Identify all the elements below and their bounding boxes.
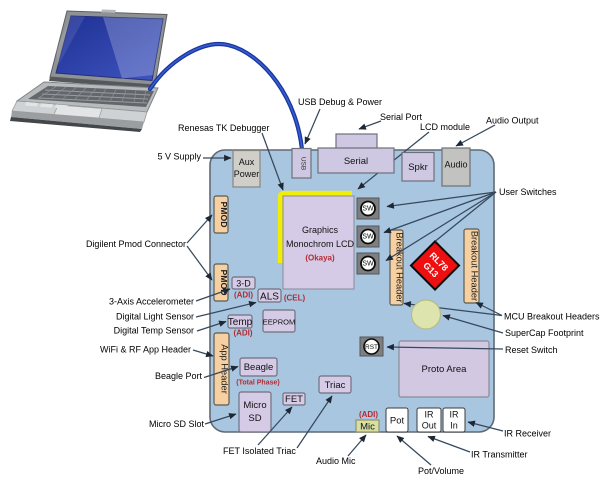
svg-text:LCD module: LCD module xyxy=(420,122,470,132)
svg-text:SD: SD xyxy=(248,413,261,424)
svg-text:(Okaya): (Okaya) xyxy=(305,254,335,263)
svg-text:Pot/Volume: Pot/Volume xyxy=(418,466,464,476)
svg-text:SW: SW xyxy=(362,261,374,268)
svg-text:User Switches: User Switches xyxy=(499,187,557,197)
svg-text:Proto Area: Proto Area xyxy=(422,364,468,375)
svg-text:USB Debug & Power: USB Debug & Power xyxy=(298,97,382,107)
svg-text:FET: FET xyxy=(285,394,303,405)
svg-text:SuperCap Footprint: SuperCap Footprint xyxy=(505,328,584,338)
svg-text:(ADI): (ADI) xyxy=(359,410,378,419)
svg-text:IR Transmitter: IR Transmitter xyxy=(471,450,528,460)
svg-text:Aux: Aux xyxy=(239,157,255,167)
svg-text:Beagle: Beagle xyxy=(244,362,274,373)
svg-text:3-D: 3-D xyxy=(236,279,251,289)
svg-text:Serial: Serial xyxy=(344,156,368,167)
svg-text:(ADI): (ADI) xyxy=(234,291,253,300)
svg-text:FET Isolated Triac: FET Isolated Triac xyxy=(223,446,296,456)
svg-text:IR: IR xyxy=(425,410,435,420)
svg-text:Digilent Pmod Connector: Digilent Pmod Connector xyxy=(86,239,186,249)
svg-text:5 V Supply: 5 V Supply xyxy=(157,152,201,162)
svg-text:PMOD: PMOD xyxy=(219,269,229,295)
svg-text:Triac: Triac xyxy=(325,380,346,391)
svg-text:(Total Phase): (Total Phase) xyxy=(236,380,279,387)
svg-text:Beagle Port: Beagle Port xyxy=(155,371,203,381)
svg-text:Audio Output: Audio Output xyxy=(486,116,539,126)
svg-text:Breakout Header: Breakout Header xyxy=(470,231,480,301)
svg-text:Serial Port: Serial Port xyxy=(380,112,423,122)
svg-text:Digital Temp Sensor: Digital Temp Sensor xyxy=(114,326,194,336)
svg-text:Digital Light Sensor: Digital Light Sensor xyxy=(116,312,194,322)
svg-text:Reset Switch: Reset Switch xyxy=(505,345,558,355)
svg-text:USB: USB xyxy=(300,157,307,170)
svg-text:SW: SW xyxy=(362,234,374,241)
svg-text:IR: IR xyxy=(450,410,460,420)
svg-text:Temp: Temp xyxy=(228,317,253,328)
svg-text:MCU Breakout Headers: MCU Breakout Headers xyxy=(504,312,600,322)
svg-text:3-Axis Accelerometer: 3-Axis Accelerometer xyxy=(109,297,194,307)
svg-text:(ADI): (ADI) xyxy=(233,329,252,338)
svg-text:EEPROM: EEPROM xyxy=(263,318,296,327)
svg-text:Spkr: Spkr xyxy=(408,162,428,173)
svg-text:Micro: Micro xyxy=(243,400,266,411)
svg-text:Power: Power xyxy=(234,169,260,179)
svg-text:Pot: Pot xyxy=(390,416,405,427)
svg-text:RST: RST xyxy=(365,344,378,351)
svg-text:Graphics: Graphics xyxy=(302,225,339,235)
svg-text:Micro SD Slot: Micro SD Slot xyxy=(149,419,205,429)
svg-text:IR Receiver: IR Receiver xyxy=(504,429,551,439)
svg-text:Out: Out xyxy=(422,421,437,431)
svg-text:SW: SW xyxy=(362,206,374,213)
svg-text:(CEL): (CEL) xyxy=(284,294,306,303)
svg-text:App Header: App Header xyxy=(220,344,230,394)
svg-text:In: In xyxy=(450,421,458,431)
svg-text:Monochrom LCD: Monochrom LCD xyxy=(286,239,355,249)
svg-text:WiFi & RF App Header: WiFi & RF App Header xyxy=(100,345,191,355)
svg-text:Breakout Header: Breakout Header xyxy=(395,232,405,302)
svg-text:Mic: Mic xyxy=(360,422,375,433)
svg-text:ALS: ALS xyxy=(260,292,279,303)
svg-text:Renesas TK Debugger: Renesas TK Debugger xyxy=(178,123,269,133)
svg-text:Audio: Audio xyxy=(444,160,467,170)
svg-text:Audio Mic: Audio Mic xyxy=(316,456,356,466)
svg-text:PMOD: PMOD xyxy=(219,201,229,227)
